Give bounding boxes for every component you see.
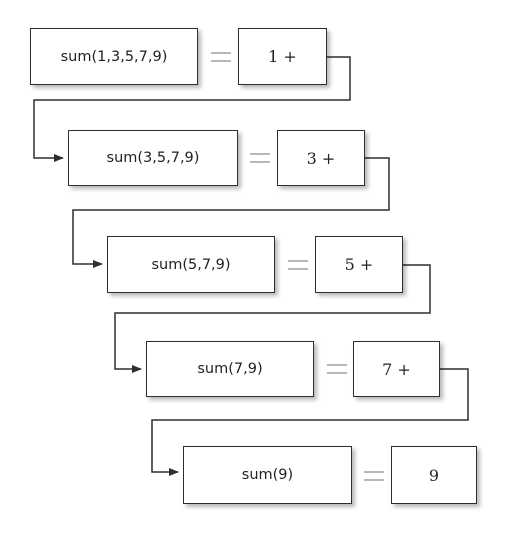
call-box-2: sum(3,5,7,9) bbox=[68, 130, 238, 186]
equals-sign-3 bbox=[288, 260, 308, 270]
call-box-3: sum(5,7,9) bbox=[107, 236, 275, 293]
connector-3 bbox=[114, 264, 431, 373]
result-box-5: 9 bbox=[391, 446, 477, 504]
result-label-2: 3 + bbox=[306, 148, 336, 168]
equals-sign-4 bbox=[327, 364, 347, 374]
call-box-4: sum(7,9) bbox=[146, 341, 314, 397]
result-label-3: 5 + bbox=[344, 255, 374, 274]
call-label-1: sum(1,3,5,7,9) bbox=[60, 48, 168, 65]
call-label-4: sum(7,9) bbox=[197, 361, 263, 377]
result-box-3: 5 + bbox=[315, 236, 403, 293]
result-label-1: 1 + bbox=[268, 47, 297, 66]
call-label-2: sum(3,5,7,9) bbox=[106, 150, 200, 166]
result-box-4: 7 + bbox=[353, 341, 440, 397]
call-label-3: sum(5,7,9) bbox=[151, 256, 231, 273]
result-box-1: 1 + bbox=[238, 28, 327, 85]
equals-sign-5 bbox=[364, 471, 384, 481]
result-box-2: 3 + bbox=[277, 130, 365, 186]
equals-sign-1 bbox=[211, 52, 231, 62]
call-label-5: sum(9) bbox=[241, 467, 294, 483]
result-label-4: 7 + bbox=[382, 359, 411, 379]
result-label-5: 9 bbox=[428, 465, 440, 485]
connector-4 bbox=[151, 368, 469, 476]
call-box-5: sum(9) bbox=[183, 446, 352, 504]
equals-sign-2 bbox=[250, 153, 270, 163]
connector-2 bbox=[72, 157, 390, 268]
connector-1 bbox=[33, 56, 351, 162]
call-box-1: sum(1,3,5,7,9) bbox=[30, 28, 198, 85]
